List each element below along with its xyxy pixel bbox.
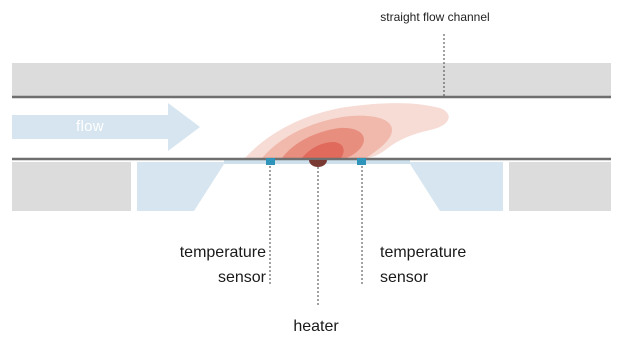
flow-label: flow <box>76 118 104 135</box>
heater-element <box>309 160 327 167</box>
temperature-sensor-right-element <box>357 158 366 165</box>
lower-left-block <box>12 162 131 211</box>
temperature-sensor-left-line-1: temperature <box>179 244 266 261</box>
temperature-sensor-left-element <box>266 158 275 165</box>
straight-flow-channel-label: straight flow channel <box>380 10 490 24</box>
heat-plume <box>245 103 449 158</box>
temperature-sensor-right-line-1: temperature <box>380 244 467 261</box>
temperature-sensor-right-label: temperature sensor <box>380 240 530 290</box>
temperature-sensor-left-label: temperature sensor <box>126 240 266 290</box>
temperature-sensor-left-line-2: sensor <box>217 269 266 286</box>
upper-channel-wall <box>12 63 611 97</box>
heater-label: heater <box>293 318 339 335</box>
flow-arrow <box>12 103 200 151</box>
heat-plume-core <box>302 142 344 158</box>
temperature-sensor-right-line-2: sensor <box>380 269 429 286</box>
lower-right-block <box>509 162 611 211</box>
sensor-substrate <box>137 162 503 211</box>
